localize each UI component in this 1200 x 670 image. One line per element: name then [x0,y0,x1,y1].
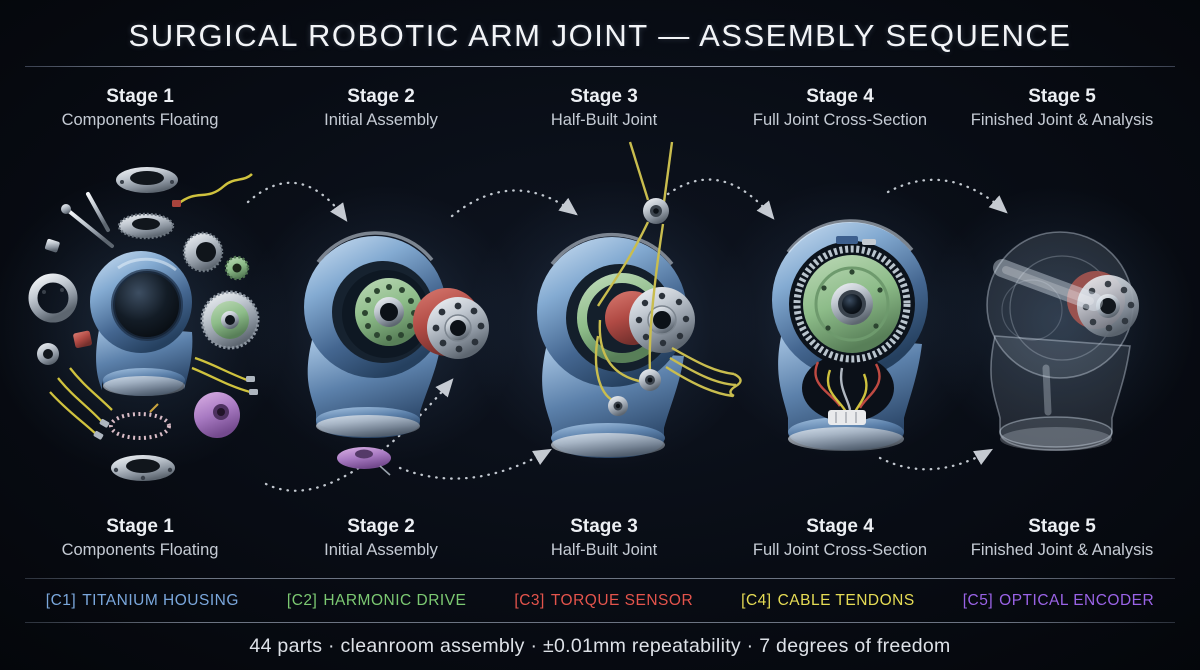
legend-item-harmonic-drive: [C2]HARMONIC DRIVE [286,591,467,609]
spec-footer-text: 44 parts · cleanroom assembly · ±0.01mm … [249,635,951,657]
stage-5-label-bottom: Stage 5 Finished Joint & Analysis [970,516,1154,559]
stage-1-label-top: Stage 1 Components Floating [61,86,219,129]
stage-2-initial-assembly [304,231,489,476]
assembly-sequence-illustration [0,141,1195,492]
stage-labels-top: Stage 1 Components Floating Stage 2 Init… [0,84,1200,140]
stage-3-label-bottom: Stage 3 Half-Built Joint [550,516,658,559]
stage-labels-bottom: Stage 1 Components Floating Stage 2 Init… [0,514,1200,574]
header-divider [25,66,1175,67]
stage-5-finished-joint-ghost [986,231,1139,451]
legend-divider-top [25,578,1175,579]
assembly-flow-arrows [246,178,1008,492]
stage-4-cross-section [772,219,928,451]
stage-4-label-top: Stage 4 Full Joint Cross-Section [752,86,928,129]
legend-item-optical-encoder: [C5]OPTICAL ENCODER [962,591,1155,609]
stage-5-label-top: Stage 5 Finished Joint & Analysis [970,86,1154,129]
stage-2-label-top: Stage 2 Initial Assembly [324,86,438,129]
header: SURGICAL ROBOTIC ARM JOINT — ASSEMBLY SE… [0,0,1200,68]
legend-item-cable-tendons: [C4]CABLE TENDONS [741,591,915,609]
stage-4-label-bottom: Stage 4 Full Joint Cross-Section [752,516,928,559]
stage-3-label-top: Stage 3 Half-Built Joint [550,86,658,129]
spec-footer: 44 parts · cleanroom assembly · ±0.01mm … [0,623,1200,670]
stage-1-exploded-components [28,167,260,481]
stage-1-label-bottom: Stage 1 Components Floating [61,516,219,559]
legend-item-torque-sensor: [C3]TORQUE SENSOR [514,591,694,609]
stage-3-half-built-joint [537,141,742,458]
component-legend: [C1]TITANIUM HOUSING [C2]HARMONIC DRIVE … [25,579,1175,622]
page-title: SURGICAL ROBOTIC ARM JOINT — ASSEMBLY SE… [128,18,1072,53]
legend-divider-bottom [25,622,1175,623]
stage-2-label-bottom: Stage 2 Initial Assembly [324,516,438,559]
legend-item-titanium-housing: [C1]TITANIUM HOUSING [45,591,239,609]
